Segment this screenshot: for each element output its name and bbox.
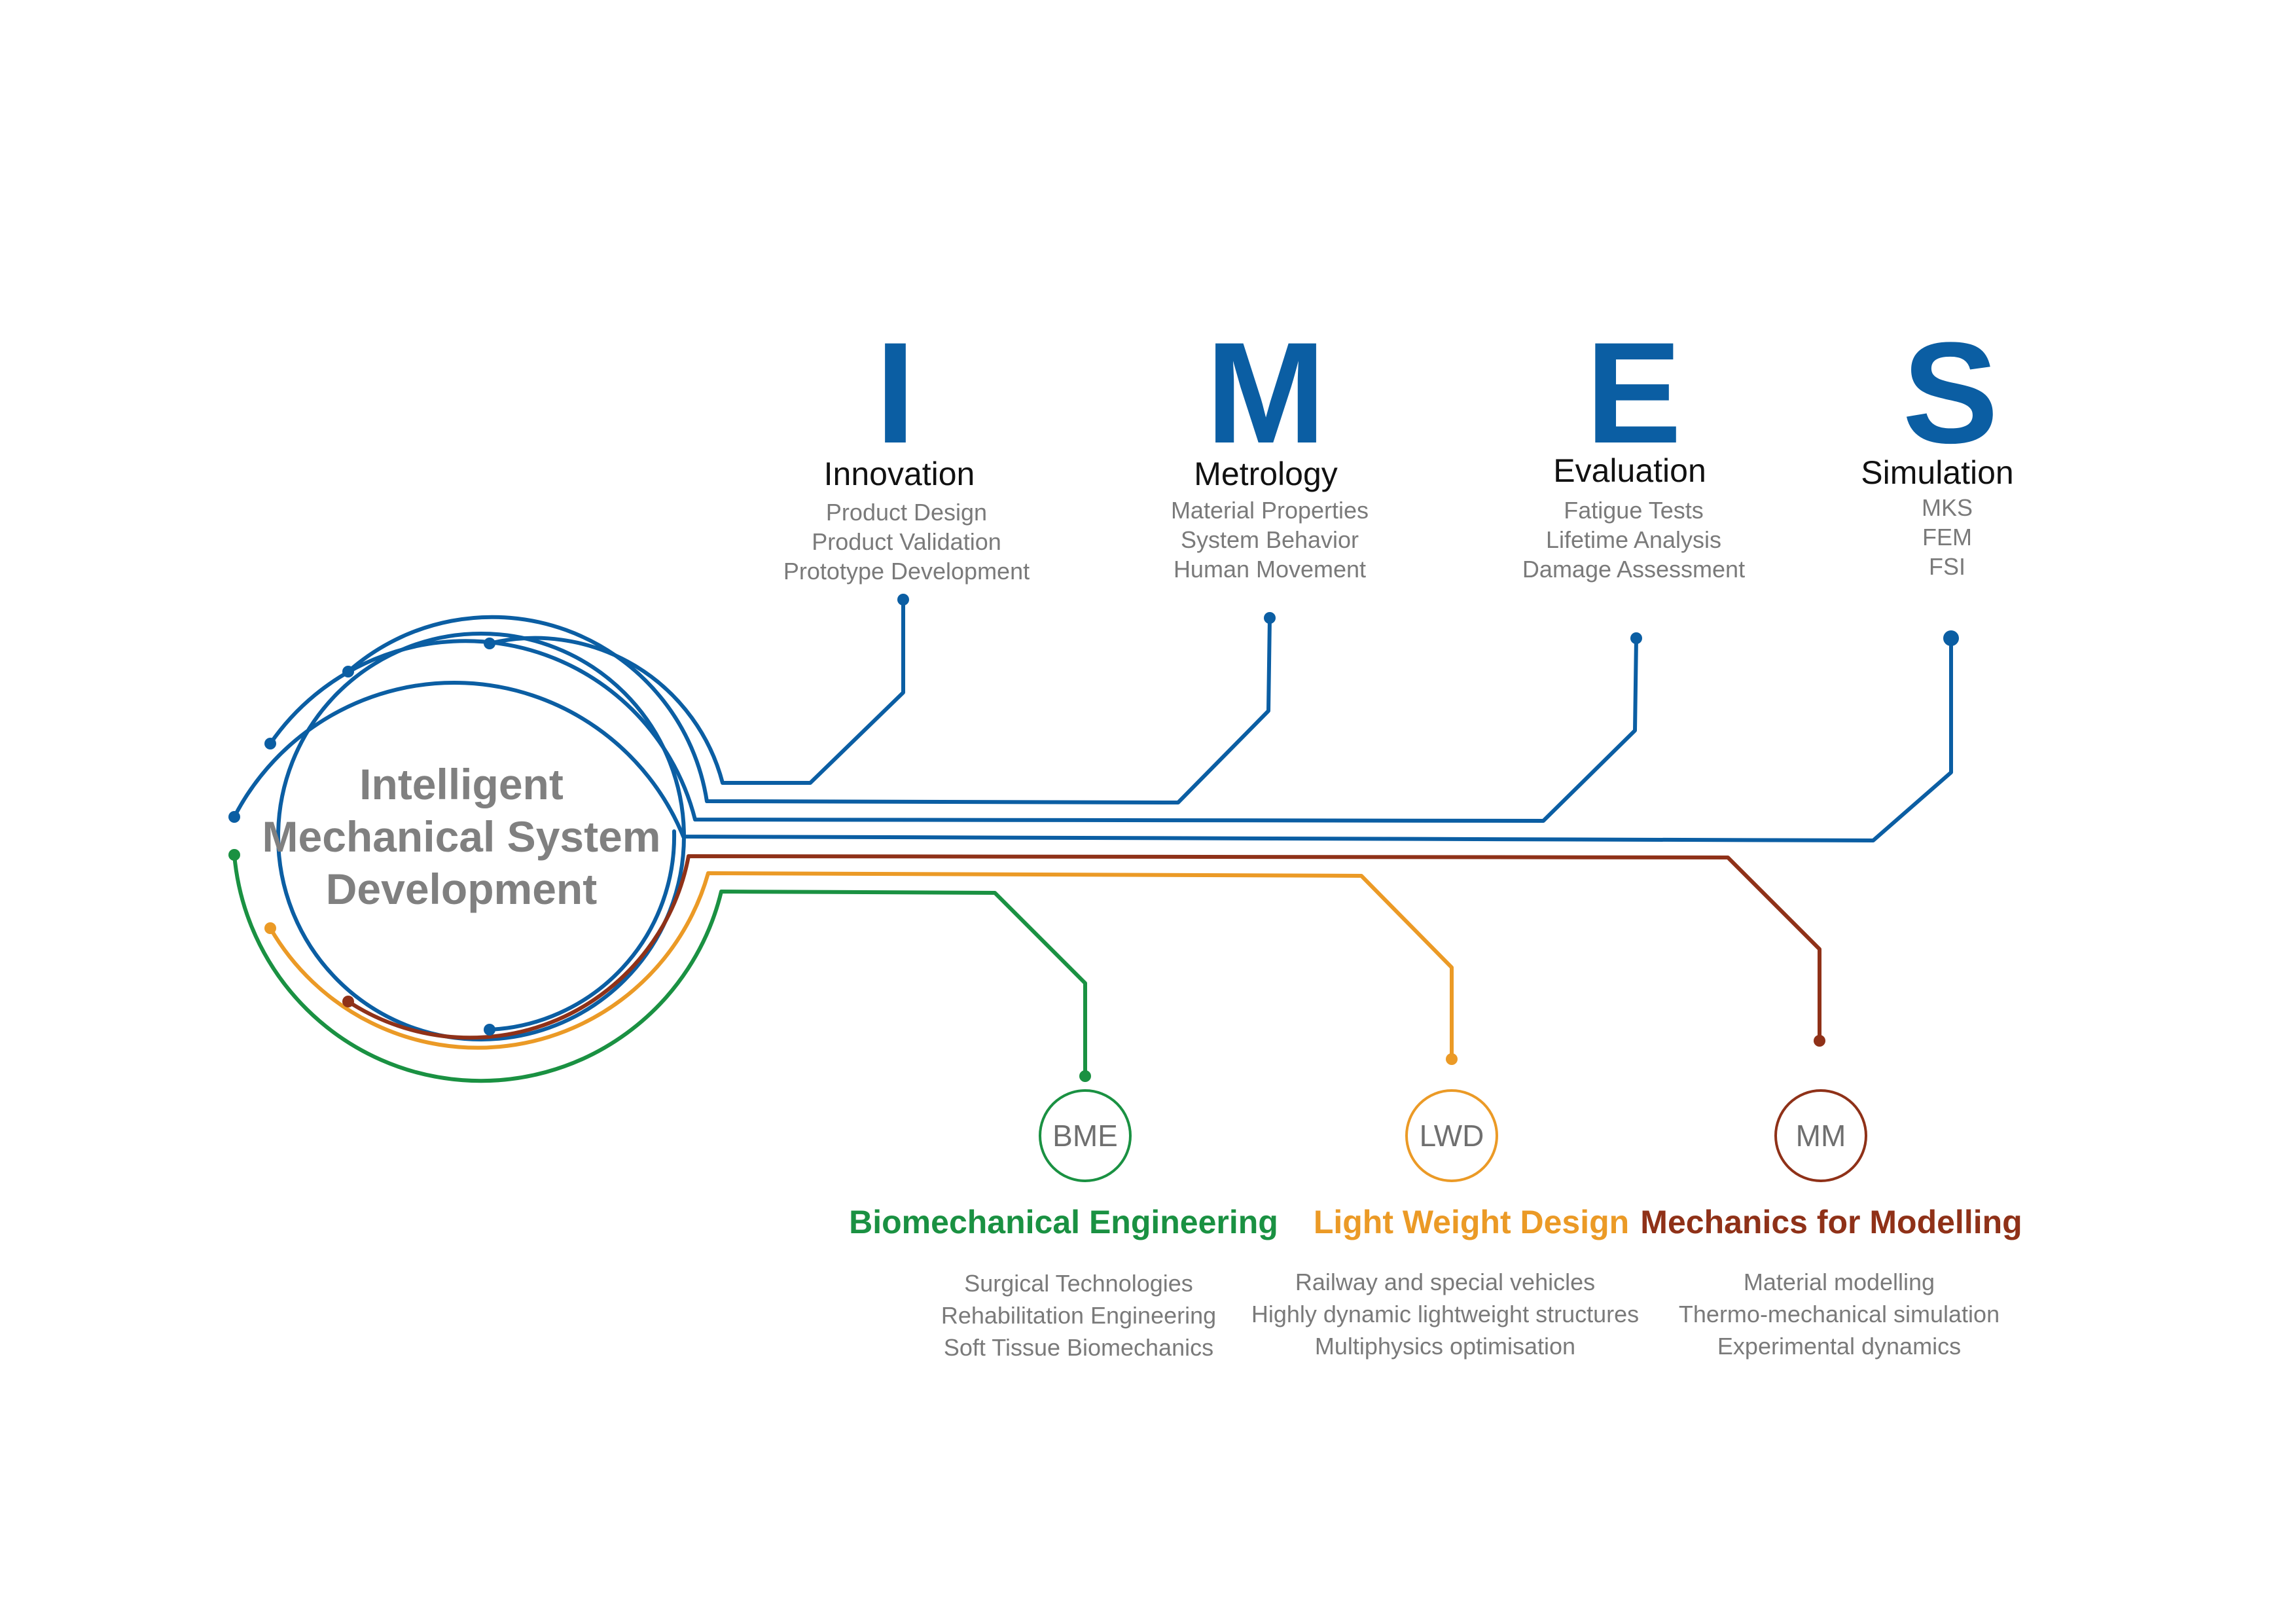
pillar-item: System Behavior xyxy=(1180,526,1359,553)
mm-connector xyxy=(346,854,1821,1043)
node-dot xyxy=(228,811,240,823)
pillar-items-evaluation: Fatigue Tests Lifetime Analysis Damage A… xyxy=(1522,496,1745,584)
pillar-items-innovation: Product Design Product Validation Protot… xyxy=(783,497,1030,586)
badge-lwd: LWD xyxy=(1405,1089,1498,1182)
node-dot xyxy=(1814,1035,1825,1047)
area-items-mm: Material modelling Thermo-mechanical sim… xyxy=(1679,1266,2000,1362)
pillar-items-metrology: Material Properties System Behavior Huma… xyxy=(1171,496,1369,584)
node-dot xyxy=(484,1024,495,1036)
bme-connector xyxy=(232,853,1087,1083)
node-dot xyxy=(1630,632,1642,644)
lwd-connector xyxy=(268,871,1454,1061)
pillar-item: FSI xyxy=(1928,553,1966,580)
node-dot xyxy=(1446,1053,1458,1065)
area-items-bme: Surgical Technologies Rehabilitation Eng… xyxy=(941,1267,1216,1363)
pillar-item: MKS xyxy=(1921,494,1973,521)
area-item: Experimental dynamics xyxy=(1717,1333,1962,1360)
pillar-item: Fatigue Tests xyxy=(1564,497,1704,524)
area-items-lwd: Railway and special vehicles Highly dyna… xyxy=(1251,1266,1639,1362)
pillar-item: FEM xyxy=(1922,524,1972,550)
area-title-bme: Biomechanical Engineering xyxy=(849,1204,1278,1240)
hub-inner-arc xyxy=(488,829,677,1032)
pillar-letter-m: M xyxy=(1206,312,1326,473)
pillar-item: Damage Assessment xyxy=(1522,556,1746,583)
pillar-item: Material Properties xyxy=(1170,497,1369,524)
area-title-mm: Mechanics for Modelling xyxy=(1640,1204,2022,1240)
badge-mm: MM xyxy=(1774,1089,1867,1182)
node-dot xyxy=(897,594,909,605)
hub-line-3: Development xyxy=(325,865,598,913)
pillar-letter-i: I xyxy=(875,312,916,473)
node-dot xyxy=(484,638,495,649)
area-item: Rehabilitation Engineering xyxy=(941,1302,1217,1329)
pillar-item: Prototype Development xyxy=(783,558,1030,585)
area-item: Material modelling xyxy=(1743,1269,1935,1295)
pillar-item: Human Movement xyxy=(1173,556,1367,583)
pillar-item: Lifetime Analysis xyxy=(1545,526,1722,553)
pillar-title-simulation: Simulation xyxy=(1861,454,2014,491)
node-dot xyxy=(342,666,354,677)
pillar-item: Product Design xyxy=(825,499,988,526)
pillar-letter-s: S xyxy=(1902,312,1999,473)
simulation-connector xyxy=(232,636,1953,842)
hub-label: Intelligent Mechanical System Developmen… xyxy=(262,758,661,915)
node-dot xyxy=(342,996,354,1007)
pillar-letter-e: E xyxy=(1585,312,1682,473)
node-dot xyxy=(1079,1070,1091,1082)
pillar-title-metrology: Metrology xyxy=(1194,456,1338,492)
pillar-item: Product Validation xyxy=(812,528,1001,555)
node-dot xyxy=(1264,612,1276,624)
node-dot xyxy=(264,922,276,934)
hub-line-1: Intelligent xyxy=(359,760,564,808)
pillar-items-simulation: MKS FEM FSI xyxy=(1922,493,1973,581)
area-item: Surgical Technologies xyxy=(964,1270,1193,1297)
pillar-title-evaluation: Evaluation xyxy=(1553,452,1706,489)
area-item: Multiphysics optimisation xyxy=(1314,1333,1576,1360)
area-title-lwd: Light Weight Design xyxy=(1313,1204,1630,1240)
hub-line-2: Mechanical System xyxy=(262,812,661,861)
area-item: Thermo-mechanical simulation xyxy=(1678,1301,2000,1327)
node-dot xyxy=(228,849,240,861)
evaluation-connector xyxy=(268,636,1638,823)
pillar-title-innovation: Innovation xyxy=(823,456,975,492)
area-item: Highly dynamic lightweight structures xyxy=(1251,1301,1640,1327)
node-dot xyxy=(1943,630,1959,646)
area-item: Soft Tissue Biomechanics xyxy=(943,1334,1214,1361)
node-dot xyxy=(264,738,276,749)
area-item: Railway and special vehicles xyxy=(1295,1269,1596,1295)
innovation-connector xyxy=(488,598,905,785)
metrology-connector xyxy=(346,615,1272,804)
badge-bme: BME xyxy=(1039,1089,1132,1182)
